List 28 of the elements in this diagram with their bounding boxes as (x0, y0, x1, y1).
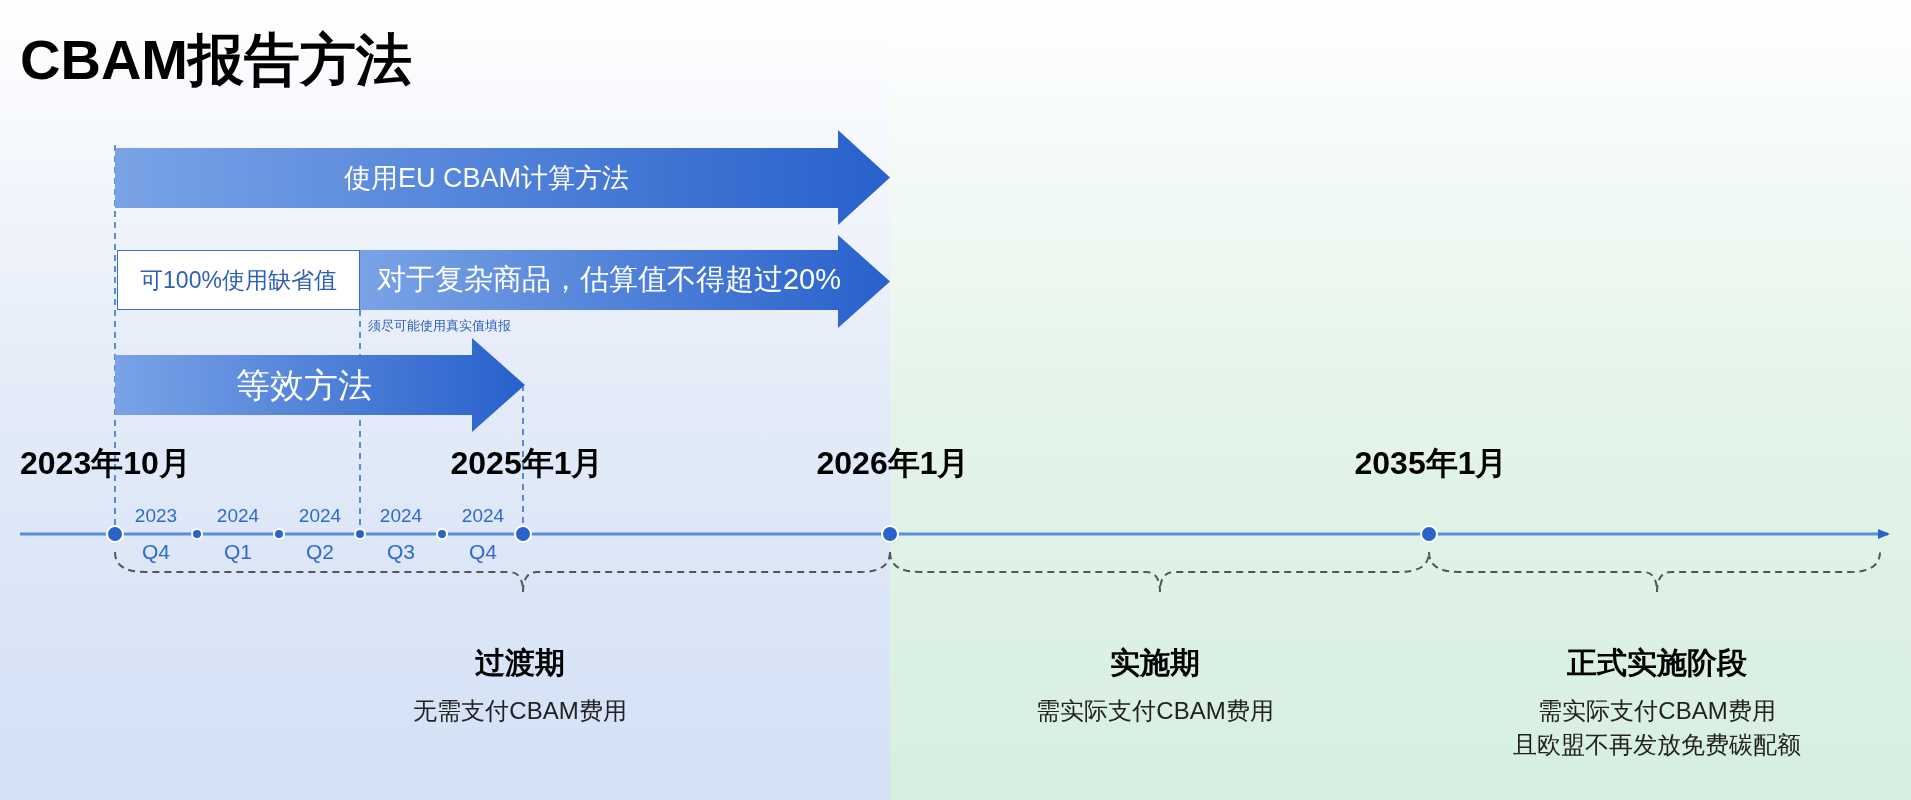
year-label: 2024 (379, 504, 423, 528)
date-label: 2025年1月 (450, 444, 604, 483)
period-heading: 过渡期 (475, 645, 565, 682)
arrow-text: 对于复杂商品，估算值不得超过20% (376, 262, 841, 298)
quarter-label: Q2 (306, 538, 334, 565)
year-label: 2024 (461, 504, 505, 528)
year-label: 2024 (216, 504, 260, 528)
year-label: 2023 (134, 504, 178, 528)
text-box (117, 250, 360, 310)
year-label: 2024 (298, 504, 342, 528)
date-label: 2035年1月 (1354, 444, 1508, 483)
period-description: 且欧盟不再发放免费碳配额 (1513, 730, 1801, 760)
date-label: 2023年10月 (20, 444, 191, 483)
period-description: 需实际支付CBAM费用 (1538, 696, 1776, 726)
quarter-label: Q4 (142, 538, 170, 565)
quarter-label: Q4 (469, 538, 497, 565)
period-heading: 实施期 (1110, 645, 1200, 682)
date-label: 2026年1月 (816, 444, 970, 483)
quarter-label: Q1 (224, 538, 252, 565)
title: CBAM报告方法 (20, 32, 412, 88)
box-text: 可100%使用缺省值 (140, 265, 337, 295)
arrow-text: 使用EU CBAM计算方法 (344, 161, 629, 195)
note-text: 须尽可能使用真实值填报 (368, 317, 511, 335)
period-description: 无需支付CBAM费用 (413, 696, 627, 726)
quarter-label: Q3 (387, 538, 415, 565)
period-description: 需实际支付CBAM费用 (1036, 696, 1274, 726)
arrow-text: 等效方法 (235, 364, 372, 406)
period-heading: 正式实施阶段 (1567, 645, 1747, 682)
